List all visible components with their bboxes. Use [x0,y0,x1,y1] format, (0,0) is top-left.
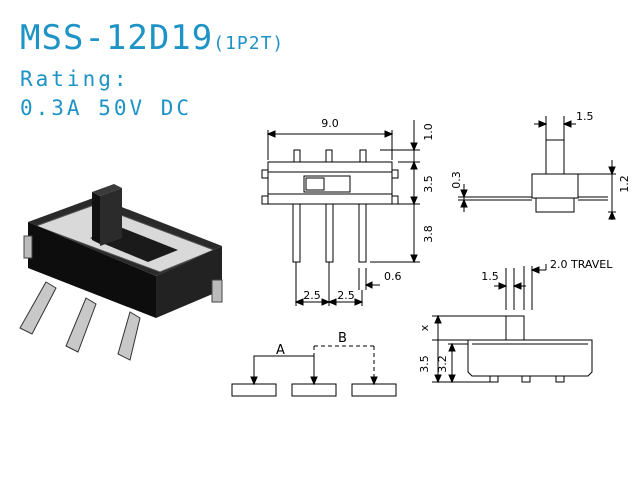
dim-actuator-width-side: 1.5 [576,110,594,123]
switch-photo [19,184,223,361]
dim-travel: 2.0 TRAVEL [550,258,613,271]
dim-actuator-width-profile: 1.5 [481,270,499,283]
profile-view-drawing [432,264,593,384]
dim-width: 9.0 [321,117,339,130]
dim-body-height-profile: 3.2 [436,355,449,373]
dim-pitch-left: 2.5 [303,289,321,302]
dim-body-offset: 1.2 [618,175,631,193]
dim-body-height: 3.5 [422,175,435,193]
circuit-schematic [231,345,397,397]
dim-total-height: 3.5 [418,355,431,373]
pole-config: (1P2T) [213,33,285,54]
dim-pitch-right: 2.5 [337,289,355,302]
dim-pin-width: 0.6 [384,270,402,283]
product-title: MSS-12D19(1P2T) [20,18,284,58]
rating-label: Rating: [20,67,130,91]
position-b-label: B [338,331,347,346]
side-view-drawing [458,116,616,220]
dim-pin-top: 1.0 [422,123,435,141]
dim-pin-length: 3.8 [422,225,435,243]
position-a-label: A [276,343,285,358]
dim-pin-thickness: 0.3 [450,171,463,189]
model-number: MSS-12D19 [20,18,214,58]
rating-value: 0.3A 50V DC [20,96,193,120]
front-view-drawing [261,120,420,306]
dim-lever-height: x [418,324,431,331]
